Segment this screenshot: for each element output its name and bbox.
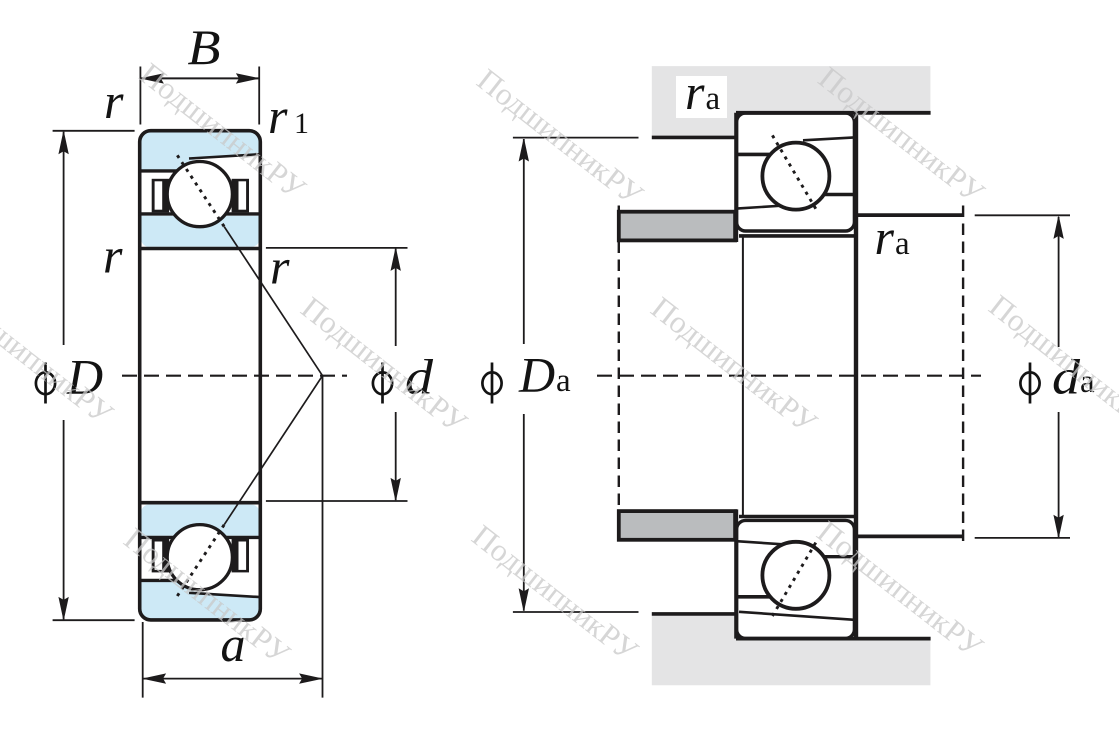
svg-text:D: D [66,349,103,405]
svg-text:r: r [270,239,290,295]
svg-text:a: a [556,363,571,399]
svg-text:r: r [104,73,124,129]
svg-text:r: r [103,228,123,284]
svg-text:B: B [188,19,221,75]
svg-text:r: r [268,88,288,144]
svg-text:r: r [685,64,705,120]
svg-text:1: 1 [294,107,309,140]
svg-text:d: d [1052,349,1081,405]
svg-text:a: a [706,81,721,117]
svg-text:a: a [1080,364,1095,400]
svg-text:D: D [518,347,555,403]
svg-text:d: d [405,349,434,405]
svg-text:a: a [895,226,910,262]
svg-text:a: a [221,616,246,672]
svg-text:r: r [875,209,895,265]
